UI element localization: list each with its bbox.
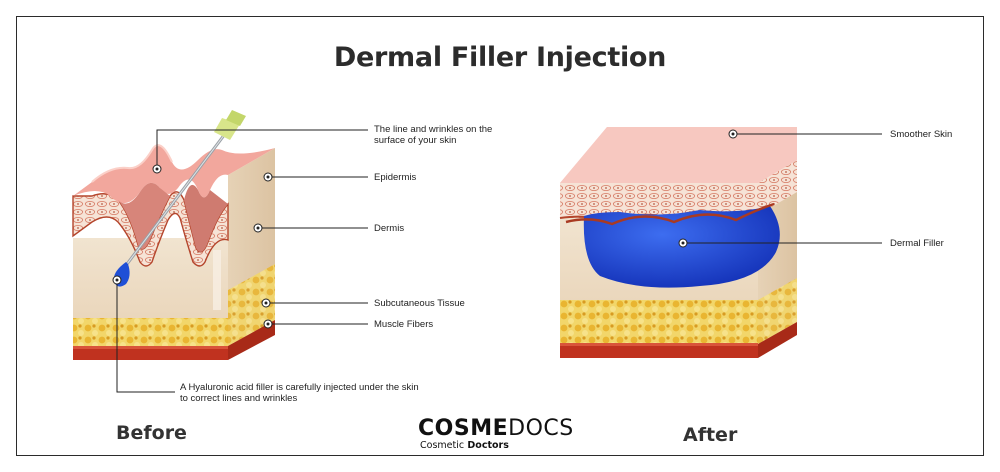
pointer-markers [112,129,738,329]
brand-name-bold: COSME [418,416,509,441]
page-title: Dermal Filler Injection [333,42,667,73]
brand-tagline-light: Cosmetic [420,440,465,451]
label-subcutaneous: Subcutaneous Tissue [374,298,465,309]
brand-name-light: DOCS [508,416,574,441]
label-smoother-skin: Smoother Skin [890,129,953,140]
brand-logo: COSMEDOCS Cosmetic Doctors [418,418,574,452]
after-caption: After [683,424,738,446]
label-injection-note: A Hyaluronic acid filler is carefully in… [180,382,419,404]
leader-lines [116,129,882,393]
before-caption: Before [116,422,187,444]
label-dermis: Dermis [374,223,405,234]
brand-tagline-bold: Doctors [467,440,509,451]
label-epidermis: Epidermis [374,172,417,183]
label-muscle-fibers: Muscle Fibers [374,319,434,330]
label-dermal-filler: Dermal Filler [890,238,944,249]
before-skin-block [72,110,275,360]
outer-frame [16,16,984,456]
label-lines-wrinkles: The line and wrinkles on the surface of … [374,124,493,146]
